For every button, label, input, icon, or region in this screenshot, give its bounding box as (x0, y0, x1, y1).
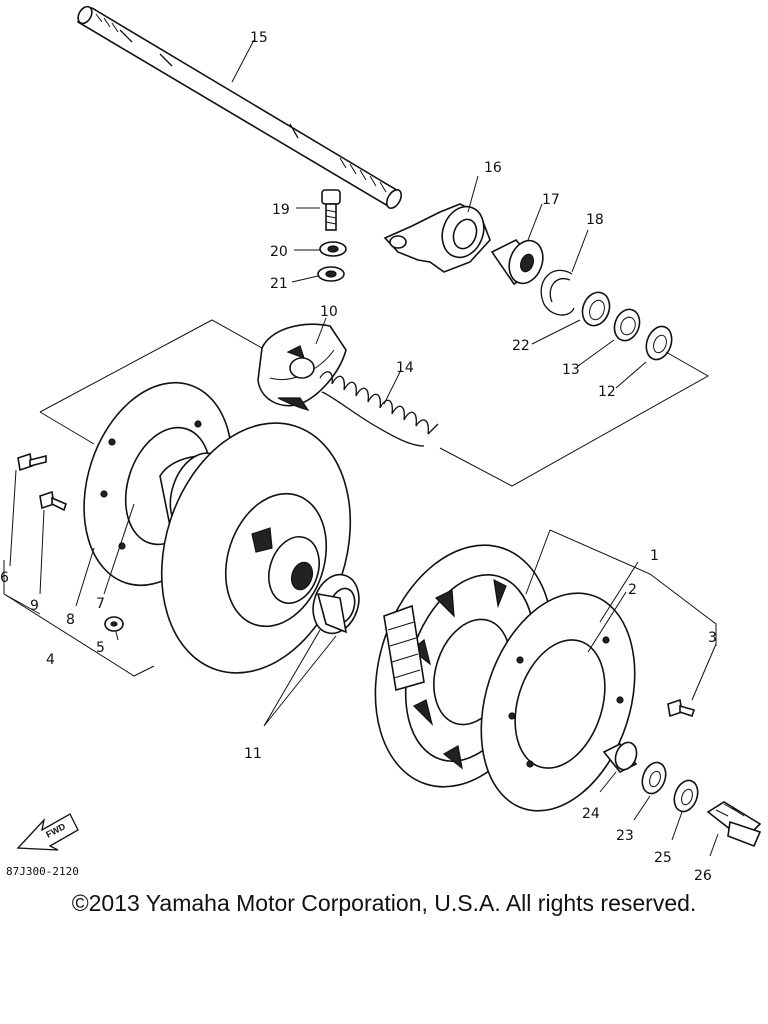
part-23-washer[interactable] (638, 759, 670, 797)
callout-5: 5 (96, 640, 105, 656)
part-14-spring[interactable] (319, 371, 439, 447)
group-bracket-upper (39, 319, 710, 487)
part-4-movable-sheave[interactable] (131, 398, 381, 697)
leader-lines (9, 39, 719, 857)
fwd-arrow-icon: FWD (16, 813, 79, 851)
callout-16: 16 (484, 160, 502, 176)
callout-12: 12 (598, 384, 616, 400)
callout-17: 17 (542, 192, 560, 208)
callout-23: 23 (616, 828, 634, 844)
callout-7: 7 (96, 596, 105, 612)
callout-22: 22 (512, 338, 530, 354)
part-18-circlip[interactable] (540, 269, 575, 316)
callout-6: 6 (0, 570, 9, 586)
callout-10: 10 (320, 304, 338, 320)
callout-3: 3 (708, 630, 717, 646)
callout-11: 11 (244, 746, 262, 762)
exploded-parts-diagram: FWD 87J300-2120 1 2 3 4 5 6 7 8 9 10 11 … (0, 4, 762, 884)
part-11-bushing[interactable] (306, 569, 366, 640)
part-12-washer[interactable] (642, 323, 676, 363)
callout-9: 9 (30, 598, 39, 614)
part-22-washer[interactable] (578, 289, 614, 330)
part-9-bolt[interactable] (39, 490, 67, 512)
callout-15: 15 (250, 30, 268, 46)
callout-25: 25 (654, 850, 672, 866)
part-13-washer[interactable] (610, 306, 643, 344)
callout-2: 2 (628, 582, 637, 598)
callout-4: 4 (46, 652, 55, 668)
group-bracket-1 (525, 529, 717, 646)
callout-13: 13 (562, 362, 580, 378)
callout-19: 19 (272, 202, 290, 218)
callout-26: 26 (694, 868, 712, 884)
callout-8: 8 (66, 612, 75, 628)
callout-18: 18 (586, 212, 604, 228)
callout-20: 20 (270, 244, 288, 260)
part-17-bearing[interactable] (490, 236, 549, 288)
part-25-washer[interactable] (670, 777, 702, 815)
part-5-nut[interactable] (104, 616, 124, 632)
callout-labels: 1 2 3 4 5 6 7 8 9 10 11 12 13 14 15 16 1… (0, 30, 717, 884)
part-26-bolt[interactable] (706, 801, 762, 848)
part-2-plate[interactable] (455, 573, 661, 831)
callout-14: 14 (396, 360, 414, 376)
part-21-washer[interactable] (317, 266, 345, 282)
part-24-collar[interactable] (602, 739, 640, 774)
part-20-washer[interactable] (319, 241, 347, 257)
callout-24: 24 (582, 806, 600, 822)
part-10-cam[interactable] (257, 323, 347, 411)
part-16-housing[interactable] (383, 201, 491, 273)
part-6-bolt[interactable] (17, 452, 47, 472)
part-3-screw[interactable] (667, 698, 696, 718)
fwd-label: FWD (44, 821, 67, 840)
group-bracket-4 (3, 560, 155, 677)
callout-1: 1 (650, 548, 659, 564)
part-15-shaft[interactable] (75, 4, 404, 210)
part-19-bolt[interactable] (321, 189, 341, 231)
copyright-notice: ©2013 Yamaha Motor Corporation, U.S.A. A… (71, 890, 697, 916)
callout-21: 21 (270, 276, 288, 292)
drawing-code: 87J300-2120 (6, 865, 79, 878)
